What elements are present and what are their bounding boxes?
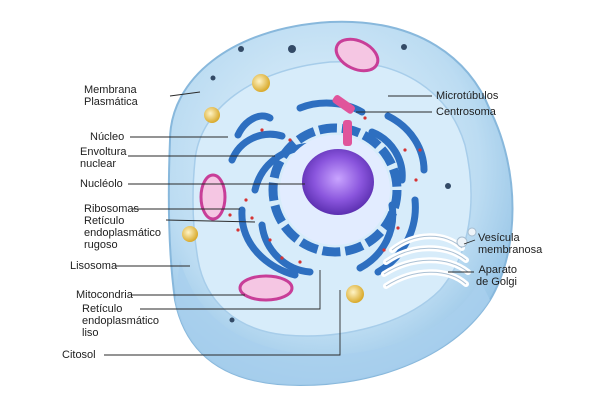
mitochondrion [334, 37, 380, 73]
cell-granules [210, 44, 451, 323]
rough-er-band [238, 206, 299, 279]
label-mitocondria: Mitocondria [76, 289, 133, 301]
mitochondrion [199, 173, 227, 221]
rough-er-group [228, 99, 428, 279]
rough-er-band [296, 99, 366, 116]
label-centrosoma: Centrosoma [436, 106, 496, 118]
membrane-vesicle [467, 227, 477, 237]
mitochondrion [238, 274, 294, 302]
leader-lines [104, 91, 476, 356]
cell-cut-face [175, 260, 490, 385]
rough-er-band [356, 201, 397, 272]
rough-er-band [234, 112, 274, 139]
label-reticulo-liso: Retículo endoplasmático liso [82, 303, 160, 339]
rough-er-band [228, 130, 286, 164]
label-reticulo-rugoso: Retículo endoplasmático rugoso [84, 215, 162, 251]
golgi-outline [383, 235, 469, 287]
leader-reticulo-liso [140, 270, 321, 310]
leader-citosol [104, 290, 341, 356]
nuclear-envelope [268, 123, 402, 257]
rough-er-band [384, 112, 428, 174]
nucleolus [302, 149, 374, 215]
label-membrana-plasmatica: Membrana Plasmática [84, 84, 138, 108]
centrosome [332, 95, 355, 146]
rough-er-band [258, 221, 314, 276]
label-vesicula-membranosa: Vesícula membranosa [478, 232, 543, 256]
label-microtubulos: Microtúbulos [436, 90, 499, 102]
rough-er-band [368, 128, 406, 184]
label-lisosoma: Lisosoma [70, 260, 118, 272]
leader-membrana [169, 91, 201, 97]
ribosomes [228, 116, 422, 264]
mitochondria-group [199, 37, 380, 302]
leader-reticulo-rugoso [165, 219, 256, 223]
label-citosol: Citosol [62, 349, 96, 361]
membrane-vesicle [456, 236, 468, 248]
label-aparato-golgi: Aparato de Golgi [476, 264, 517, 288]
label-envoltura-nuclear: Envoltura nuclear [80, 146, 127, 170]
leader-vesicula [463, 239, 476, 245]
label-nucleo: Núcleo [90, 131, 125, 143]
label-ribosomas: Ribosomas [84, 203, 140, 215]
label-nucleolo: Nucléolo [80, 178, 123, 190]
lysosomes [182, 74, 364, 303]
